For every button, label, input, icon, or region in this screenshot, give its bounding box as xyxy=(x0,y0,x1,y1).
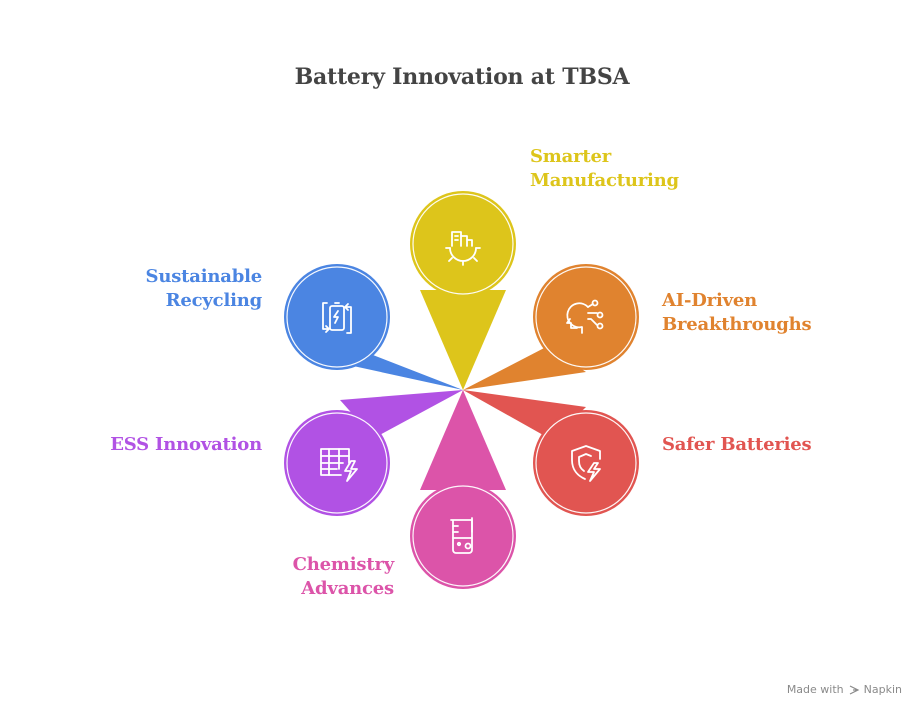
factory-gear-icon xyxy=(445,231,481,266)
diagram-title: Battery Innovation at TBSA xyxy=(294,64,630,90)
watermark-brand: Napkin xyxy=(863,683,902,696)
label-safer-batteries: Safer Batteries xyxy=(662,434,812,455)
label-smarter-manufacturing: Smarter Manufacturing xyxy=(530,146,679,191)
shield-bolt-icon xyxy=(571,445,601,482)
battery-recycle-icon xyxy=(322,302,352,334)
petal-safer xyxy=(463,390,639,516)
watermark-prefix: Made with xyxy=(786,683,844,696)
napkin-watermark[interactable]: Made with Napkin xyxy=(787,683,902,696)
beaker-icon xyxy=(450,517,473,554)
label-ai-driven-breakthroughs: AI-Driven Breakthroughs xyxy=(662,290,812,335)
label-ess-innovation: ESS Innovation xyxy=(110,434,262,455)
label-sustainable-recycling: Sustainable Recycling xyxy=(145,266,263,311)
ai-head-circuit-icon xyxy=(566,299,604,334)
petal-manufacturing xyxy=(410,191,516,390)
napkin-logo-icon xyxy=(849,684,859,695)
petal-chemistry xyxy=(410,390,516,589)
label-chemistry-advances: Chemistry Advances xyxy=(292,554,395,599)
grid-bolt-icon xyxy=(320,448,358,482)
